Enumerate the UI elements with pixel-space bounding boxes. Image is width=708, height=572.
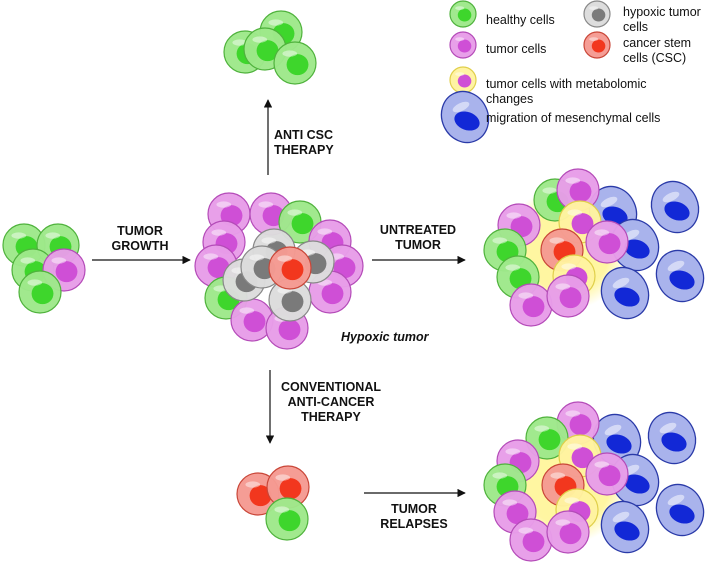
label-untreated-tumor: UNTREATED TUMOR	[379, 223, 457, 252]
tumor-cell	[230, 298, 274, 342]
label-anti-csc-therapy: ANTI CSC THERAPY	[274, 128, 334, 157]
tumor-cell	[449, 31, 477, 59]
metabolomic-cell	[449, 66, 477, 94]
tumor-cell	[509, 283, 553, 327]
hypoxic-cell	[268, 278, 312, 322]
mesenchymal-cell	[650, 180, 700, 234]
mesenchymal-cell	[440, 90, 490, 144]
tumor-cell	[546, 510, 590, 554]
legend-mesenchymal-label: migration of mesenchymal cells	[486, 111, 661, 125]
hypoxic-cell	[583, 0, 611, 28]
healthy-cell	[525, 416, 569, 460]
healthy-cell	[449, 0, 477, 28]
cancer-stem-cell	[266, 465, 310, 509]
label-hypoxic-tumor: Hypoxic tumor	[341, 330, 429, 344]
tumor-cell	[556, 168, 600, 212]
legend-metabolomic-label: tumor cells with metabolomic changes	[486, 77, 647, 106]
legend-hypoxic-label: hypoxic tumor cells	[623, 5, 701, 34]
mesenchymal-cell	[655, 249, 705, 303]
legend-healthy-label: healthy cells	[486, 13, 555, 27]
tumor-cell	[509, 518, 553, 562]
label-tumor-growth: TUMOR GROWTH	[111, 224, 169, 253]
arrows	[92, 99, 466, 498]
tumor-cell	[546, 274, 590, 318]
mesenchymal-cell	[600, 266, 650, 320]
mesenchymal-cell	[647, 411, 697, 465]
tumor-cell	[585, 452, 629, 496]
mesenchymal-cell	[600, 500, 650, 554]
tumor-cell	[585, 220, 629, 264]
legend-tumor-label: tumor cells	[486, 42, 547, 56]
healthy-cell	[18, 270, 62, 314]
healthy-cell	[273, 41, 317, 85]
label-conventional-therapy: CONVENTIONAL ANTI-CANCER THERAPY	[281, 380, 381, 424]
cancer-stem-cell	[268, 246, 312, 290]
legend-csc-label: cancer stem cells (CSC)	[623, 36, 692, 65]
cell-groups	[2, 0, 705, 562]
mesenchymal-cell	[655, 483, 705, 537]
cancer-stem-cell	[583, 31, 611, 59]
label-tumor-relapses: TUMOR RELAPSES	[380, 502, 448, 531]
healthy-cell	[265, 497, 309, 541]
